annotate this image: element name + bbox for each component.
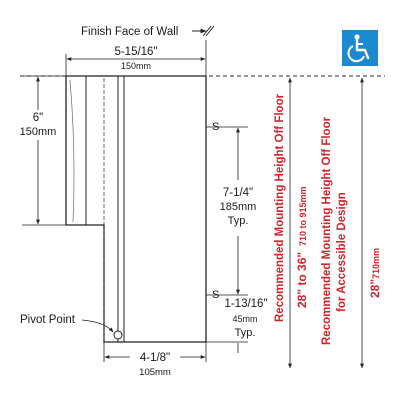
height-mm: 150mm (20, 126, 57, 138)
accessible-height-title-1: Recommended Mounting Height Off Floor (321, 116, 333, 345)
accessible-height-mm: 710mm (371, 248, 381, 279)
height-in: 6" (33, 112, 43, 124)
pivot-leader (81, 319, 114, 333)
spacing-typ: Typ. (228, 215, 249, 227)
accessible-height-title-2: for Accessible Design (336, 192, 348, 312)
lower-mm: 45mm (232, 314, 257, 324)
pivot-point-circle (113, 330, 123, 340)
left-panel-curve (69, 79, 75, 223)
top-width-mm: 150mm (121, 61, 151, 71)
dispenser-outline (65, 75, 207, 343)
pivot-point-label: Pivot Point (20, 314, 76, 326)
bottom-width-mm: 105mm (139, 367, 171, 378)
top-width-in: 5-15/16" (114, 46, 157, 58)
lower-in: 1-13/16" (224, 298, 267, 310)
bottom-width-in: 4-1/8" (140, 352, 170, 364)
spacing-in: 7-1/4" (223, 187, 253, 199)
wall-break-2 (205, 25, 215, 37)
lower-typ: Typ. (235, 327, 256, 339)
spacing-mm: 185mm (220, 201, 257, 213)
wall-break-1 (202, 25, 212, 37)
wheelchair-icon (342, 30, 378, 66)
recommended-height-mm: 710 to 915mm (298, 186, 308, 246)
s-upper-marker: S (212, 121, 219, 133)
wall-label: Finish Face of Wall (81, 26, 178, 38)
recommended-height-title: Recommended Mounting Height Off Floor (274, 93, 286, 322)
recommended-height-in: 28" to 36" (295, 252, 309, 308)
accessible-height-in: 28" (368, 279, 382, 298)
s-lower-marker: S (212, 289, 219, 301)
